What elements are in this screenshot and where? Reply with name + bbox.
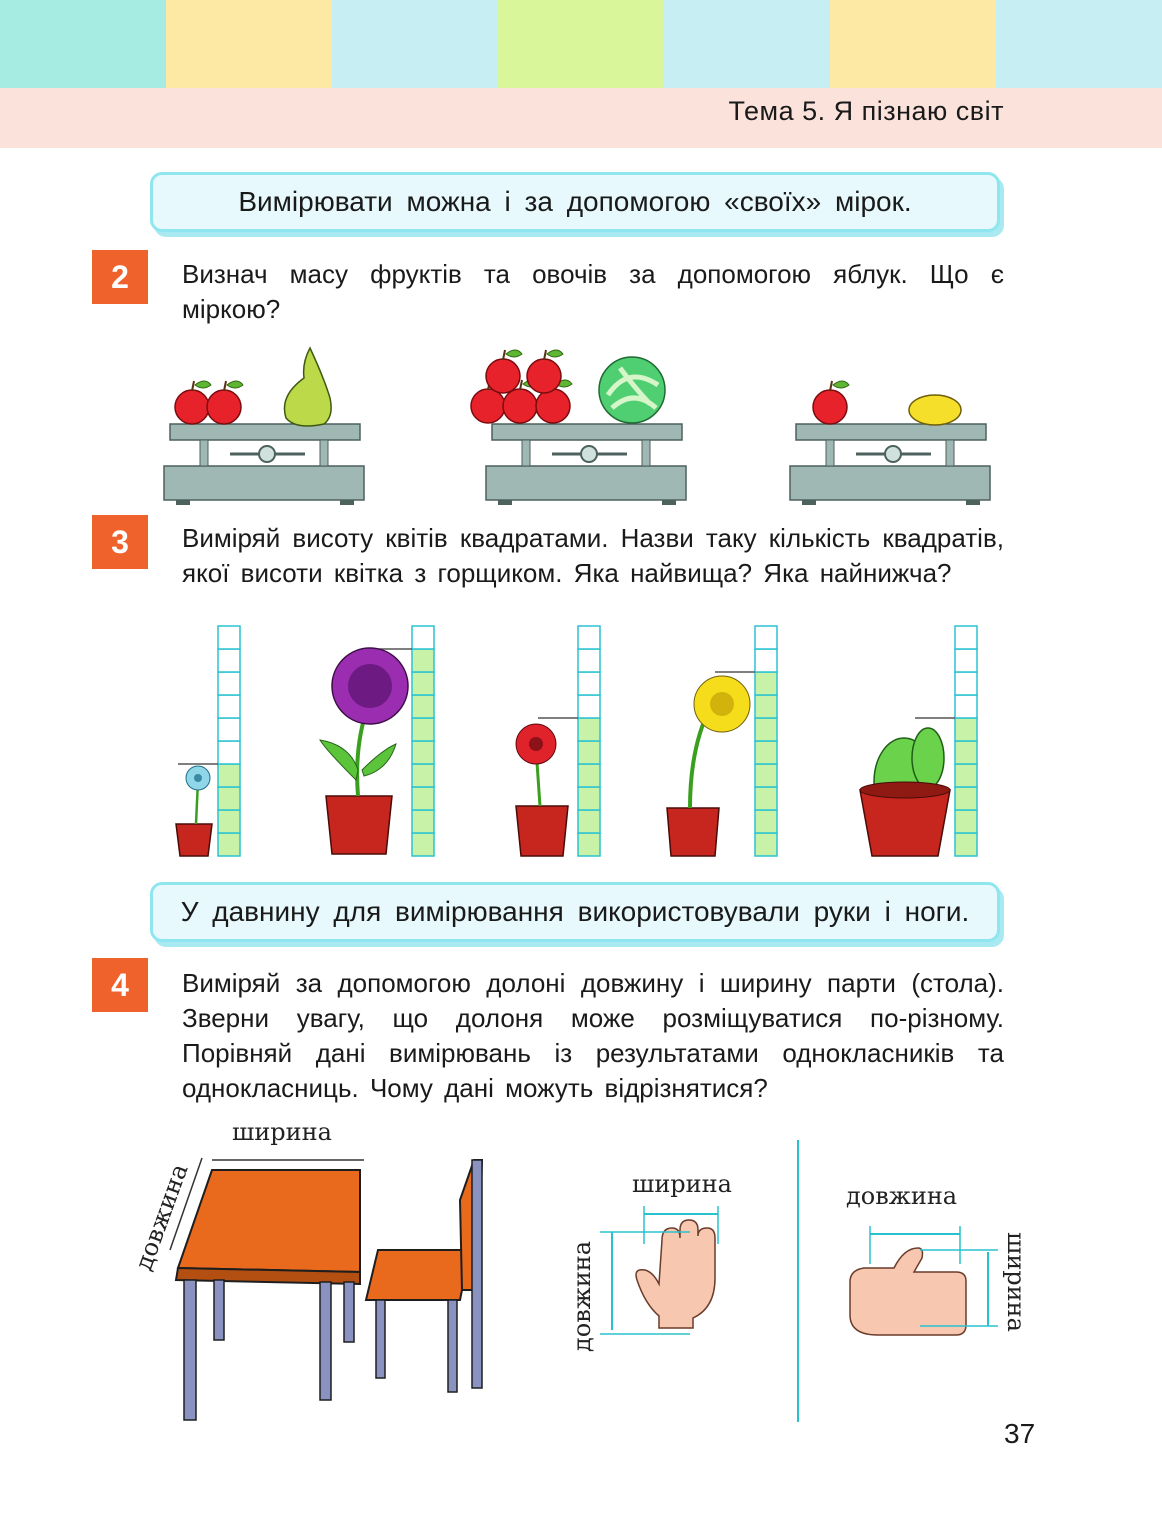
measure-cell — [954, 809, 978, 834]
measure-cell — [577, 763, 601, 788]
measure-cell — [217, 625, 241, 650]
flower-5-cactus — [859, 727, 951, 857]
desk-illustration — [169, 1157, 364, 1421]
apple-icon — [812, 380, 850, 425]
measure-cell — [577, 740, 601, 765]
measure-cell — [754, 625, 778, 650]
task-number-2: 2 — [92, 250, 148, 304]
topic-bar — [0, 88, 1162, 148]
scale-apples-cabbage — [484, 422, 688, 507]
stripe — [664, 0, 830, 88]
stripe — [498, 0, 664, 88]
measure-column-2 — [372, 625, 435, 857]
measure-cell — [577, 625, 601, 650]
topic-title: Тема 5. Я пізнаю світ — [728, 96, 1004, 126]
measure-cell — [754, 648, 778, 673]
measure-cell — [411, 671, 435, 696]
measure-cell — [217, 740, 241, 765]
measure-cell — [217, 809, 241, 834]
desk-width-label: ширина — [232, 1118, 332, 1146]
measure-cell — [577, 786, 601, 811]
note-box-2: У давнину для вимірювання використовувал… — [150, 882, 1000, 942]
page-number: 37 — [1004, 1418, 1036, 1449]
measure-cell — [411, 786, 435, 811]
apple-icon — [470, 349, 573, 424]
measure-cell — [954, 694, 978, 719]
stripe — [996, 0, 1162, 88]
measure-cell — [954, 786, 978, 811]
flower-1 — [175, 765, 213, 857]
measure-cell — [954, 832, 978, 857]
measure-cell — [411, 717, 435, 742]
hand-vertical-illustration — [600, 1206, 719, 1335]
hand-horizontal-illustration — [849, 1226, 998, 1336]
measure-cell — [411, 740, 435, 765]
measure-cell — [754, 786, 778, 811]
task-number-3: 3 — [92, 515, 148, 569]
measure-cell — [577, 648, 601, 673]
measure-cell — [754, 717, 778, 742]
measure-cell — [954, 671, 978, 696]
measure-cell — [954, 740, 978, 765]
measure-cell — [217, 786, 241, 811]
scale-apple-lemon — [788, 422, 992, 507]
task-text-2: Визнач масу фруктів та овочів за допомог… — [182, 259, 1004, 324]
hand1-width-label: ширина — [632, 1170, 732, 1198]
measure-cell — [217, 832, 241, 857]
measure-cell — [954, 763, 978, 788]
apple-icon — [174, 380, 244, 425]
measure-column-5 — [915, 625, 978, 857]
measure-cell — [217, 717, 241, 742]
measure-cell — [577, 717, 601, 742]
task-text-4: Виміряй за допомогою долоні довжину і ши… — [182, 968, 1004, 1103]
stripe — [166, 0, 332, 88]
flower-2 — [319, 647, 409, 855]
measure-column-3 — [538, 625, 601, 857]
measure-cell — [217, 671, 241, 696]
measure-cell — [577, 832, 601, 857]
hand2-width-label: ширина — [1002, 1232, 1030, 1332]
hand1-length-label: довжина — [568, 1241, 596, 1352]
measure-cell — [754, 740, 778, 765]
measure-cell — [217, 694, 241, 719]
flower-columns — [178, 625, 978, 857]
chair-illustration — [364, 1159, 484, 1393]
scale-apples-pear — [162, 422, 366, 507]
stripe — [332, 0, 498, 88]
measure-cell — [577, 671, 601, 696]
measure-cell — [954, 717, 978, 742]
measure-column-1 — [178, 625, 241, 857]
measure-cell — [217, 648, 241, 673]
measure-cell — [411, 694, 435, 719]
measure-cell — [411, 763, 435, 788]
hand2-length-label: довжина — [846, 1182, 957, 1210]
measure-cell — [411, 832, 435, 857]
measure-cell — [754, 809, 778, 834]
flower-4 — [666, 675, 751, 857]
measure-cell — [754, 832, 778, 857]
measure-cell — [577, 694, 601, 719]
task-number-4: 4 — [92, 958, 148, 1012]
header-stripes — [0, 0, 1162, 88]
measure-cell — [411, 809, 435, 834]
measure-cell — [754, 694, 778, 719]
measure-cell — [411, 648, 435, 673]
measure-cell — [577, 809, 601, 834]
measure-cell — [954, 625, 978, 650]
lemon-icon — [908, 394, 962, 426]
note-box-1: Вимірювати можна і за допомогою «своїх» … — [150, 172, 1000, 232]
stripe — [830, 0, 996, 88]
measure-column-4 — [715, 625, 778, 857]
measure-cell — [754, 671, 778, 696]
measure-cell — [954, 648, 978, 673]
measure-cell — [217, 763, 241, 788]
stripe — [0, 0, 166, 88]
measure-cell — [411, 625, 435, 650]
task-text-3: Виміряй висоту квітів квадратами. Назви … — [182, 523, 1004, 588]
measure-cell — [754, 763, 778, 788]
pear-icon — [283, 346, 332, 427]
flower-3 — [515, 723, 569, 857]
